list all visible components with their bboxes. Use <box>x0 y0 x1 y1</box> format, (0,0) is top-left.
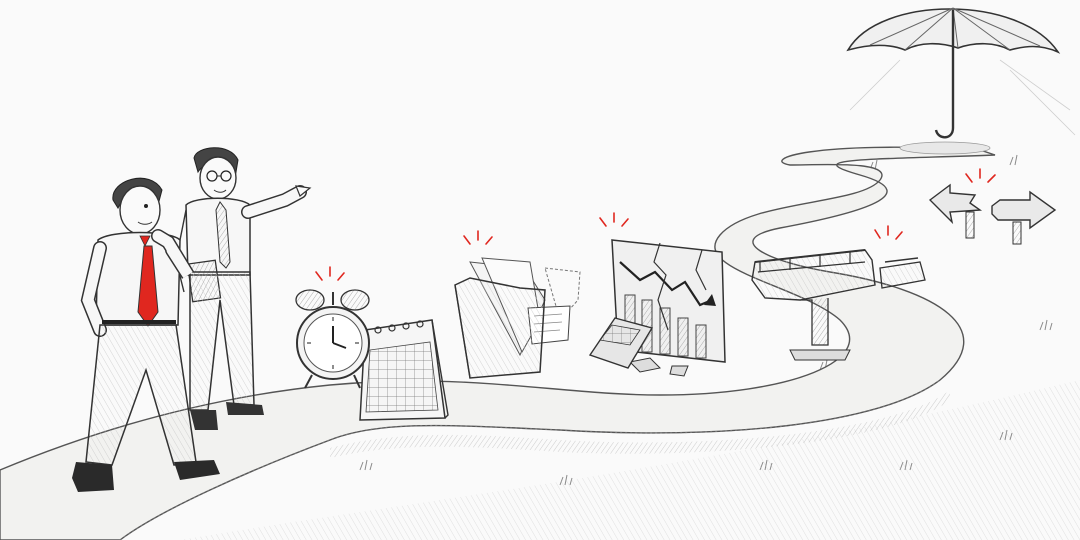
umbrella-icon <box>846 7 1076 155</box>
arrows-icon <box>928 183 1057 245</box>
bridge-icon <box>751 249 926 361</box>
calculator-icon <box>588 317 654 369</box>
alarm-clock-icon <box>295 289 370 389</box>
alert-marks-folder <box>463 230 493 245</box>
alert-marks-bridge <box>874 225 903 240</box>
pointing-businessman <box>175 147 312 430</box>
alert-marks-arrows <box>965 168 996 183</box>
winding-road <box>0 146 996 540</box>
ground-shading <box>180 380 1080 540</box>
folder-icon <box>454 257 581 379</box>
thinking-businessman <box>72 177 220 492</box>
calendar-icon <box>359 319 449 421</box>
alert-marks-clock <box>315 266 345 281</box>
alert-marks-chart <box>599 212 629 227</box>
